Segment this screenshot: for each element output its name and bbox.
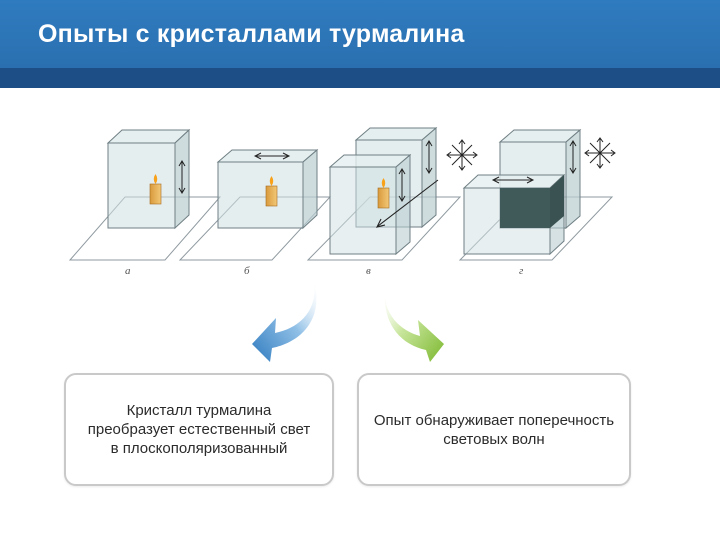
polarization-arrow-vertical-icon [398, 168, 406, 202]
dark-overlap-region [500, 188, 550, 228]
polarization-arrow-vertical-icon [178, 160, 186, 194]
panel-b: б [178, 148, 332, 277]
panel-label-a: а [125, 265, 131, 277]
slide-header: Опыты с кристаллами турмалина [0, 0, 720, 68]
candle-icon [377, 178, 390, 209]
caption-box-transverse-waves: Опыт обнаруживает поперечность световых … [357, 373, 631, 486]
back-crystal-side [421, 126, 437, 229]
crystal-side [302, 148, 318, 230]
slide-title: Опыты с кристаллами турмалина [38, 20, 465, 48]
crystal-front [217, 161, 304, 229]
front-crystal-side [395, 153, 411, 256]
header-band [0, 68, 720, 88]
polarization-arrow-vertical-icon [569, 140, 577, 174]
blue-curved-arrow-icon [252, 282, 317, 362]
panel-v: в [306, 126, 478, 277]
panel-label-b: б [244, 265, 250, 277]
polarization-arrow-vertical-icon [425, 140, 433, 174]
crystal-front [107, 142, 176, 229]
panel-label-v: в [366, 265, 371, 277]
panel-label-g: г [519, 265, 524, 277]
back-crystal-side [565, 128, 581, 230]
polarization-arrow-horizontal-icon [253, 152, 291, 160]
tourmaline-experiment-illustration: а б [68, 126, 616, 277]
curved-arrows [252, 282, 444, 362]
front-crystal-front [329, 166, 397, 255]
polarization-arrow-horizontal-icon [491, 176, 535, 184]
panel-g: г [458, 128, 616, 277]
natural-light-star-icon [446, 139, 478, 171]
candle-icon [149, 174, 162, 205]
caption-text-left: Кристалл турмалина преобразует естествен… [87, 402, 311, 457]
panel-a: а [68, 128, 222, 277]
dark-overlap-region [550, 175, 564, 228]
green-curved-arrow-icon [384, 284, 444, 362]
light-ray-arrow-icon [375, 179, 439, 228]
caption-box-polarization: Кристалл турмалина преобразует естествен… [64, 373, 334, 486]
candle-icon [265, 176, 278, 207]
natural-light-star-icon [584, 137, 616, 169]
caption-text-right: Опыт обнаруживает поперечность световых … [373, 411, 615, 448]
front-crystal-top [462, 174, 566, 189]
